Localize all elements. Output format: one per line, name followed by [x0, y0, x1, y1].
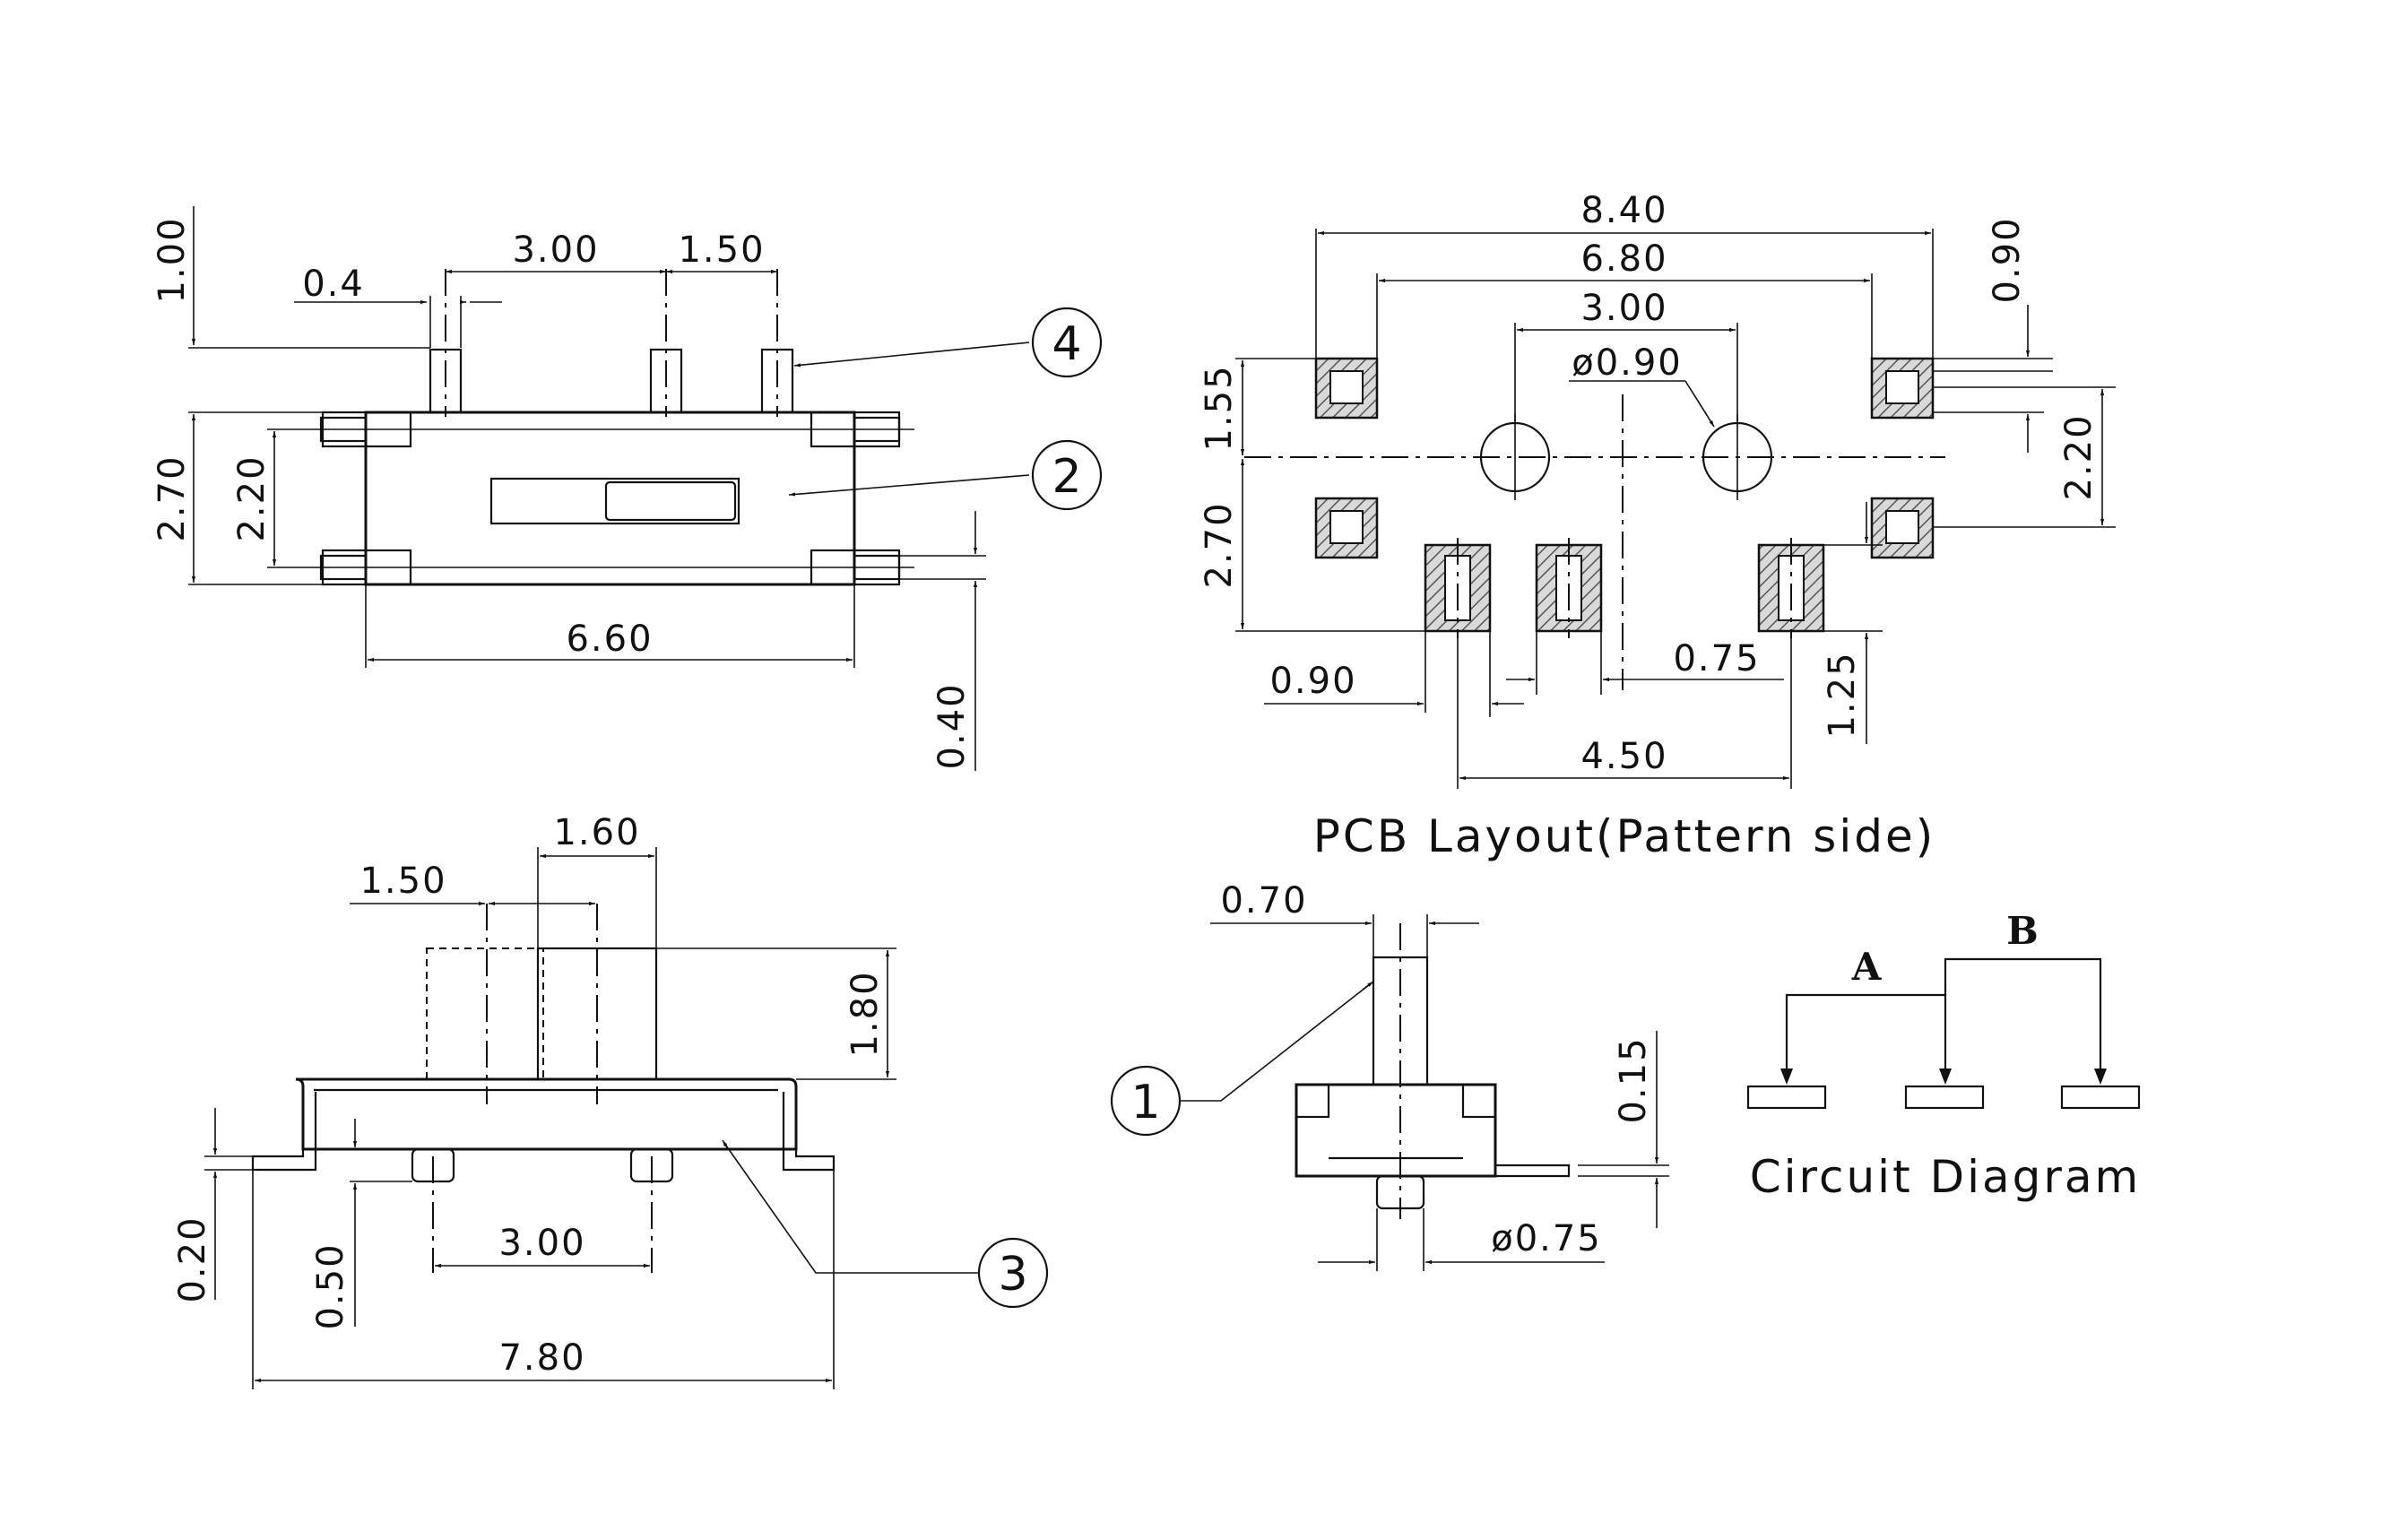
callout-circle — [1031, 307, 1103, 378]
dim-label: 1.50 — [678, 229, 765, 271]
dim-label: 0.90 — [1987, 216, 2028, 303]
callout-label: 4 — [1052, 317, 1081, 371]
dim-label: 2.20 — [2058, 413, 2100, 500]
callout-label: 3 — [998, 1248, 1027, 1302]
dim-label: 3.00 — [498, 1223, 585, 1264]
circuit-caption: Circuit Diagram — [1750, 1151, 2142, 1203]
dim-label: 6.60 — [566, 619, 653, 660]
dim-label: 7.80 — [498, 1337, 585, 1379]
dim-label: 2.20 — [231, 454, 273, 541]
dim-label: 0.90 — [1269, 661, 1356, 702]
dim-label: 1.25 — [1822, 651, 1863, 738]
dim-label: ø0.75 — [1491, 1218, 1602, 1259]
circuit-diagram: A B Circuit Diagram — [1746, 909, 2142, 1203]
callout-label: 2 — [1052, 450, 1081, 504]
callout-circle — [1110, 1065, 1182, 1137]
dim-label: 1.00 — [152, 216, 193, 303]
dim-label: 0.75 — [1673, 638, 1760, 679]
dim-label: 0.20 — [172, 1216, 213, 1302]
circuit-label-b: B — [2006, 909, 2039, 953]
callout-circle — [977, 1237, 1049, 1309]
pcb-layout: 8.40 6.80 3.00 ø0.90 0.90 2.20 1.55 — [1199, 190, 2116, 862]
dim-label: 1.60 — [553, 812, 640, 853]
top-view: 1.00 0.4 3.00 1.50 2.70 2.20 6.60 — [152, 206, 1103, 771]
dim-label: 3.00 — [1580, 288, 1667, 329]
dim-label: 1.55 — [1199, 364, 1240, 451]
dim-label: 3.00 — [512, 229, 599, 271]
circuit-label-a: A — [1851, 945, 1883, 989]
dim-label: 4.50 — [1580, 736, 1667, 777]
dim-label: ø0.90 — [1572, 342, 1683, 384]
front-view: 1.60 1.50 1.80 0.20 0.50 3.00 7.80 3 — [172, 812, 1049, 1389]
dim-label: 8.40 — [1580, 190, 1667, 231]
dim-label: 0.4 — [302, 264, 365, 305]
callout-circle — [1031, 439, 1103, 511]
dim-label: 6.80 — [1580, 238, 1667, 280]
callout-label: 1 — [1130, 1076, 1160, 1129]
dim-label: 0.40 — [931, 682, 973, 769]
dim-label: 1.80 — [844, 970, 886, 1057]
dim-label: 0.50 — [310, 1242, 351, 1329]
side-view: 0.70 0.15 ø0.75 1 — [1110, 880, 1669, 1271]
dim-label: 2.70 — [1199, 501, 1240, 588]
pcb-layout-caption: PCB Layout(Pattern side) — [1313, 810, 1935, 862]
dim-label: 1.50 — [359, 861, 446, 902]
dim-label: 0.70 — [1220, 880, 1307, 921]
dim-label: 0.15 — [1613, 1036, 1654, 1123]
dim-label: 2.70 — [152, 454, 193, 541]
